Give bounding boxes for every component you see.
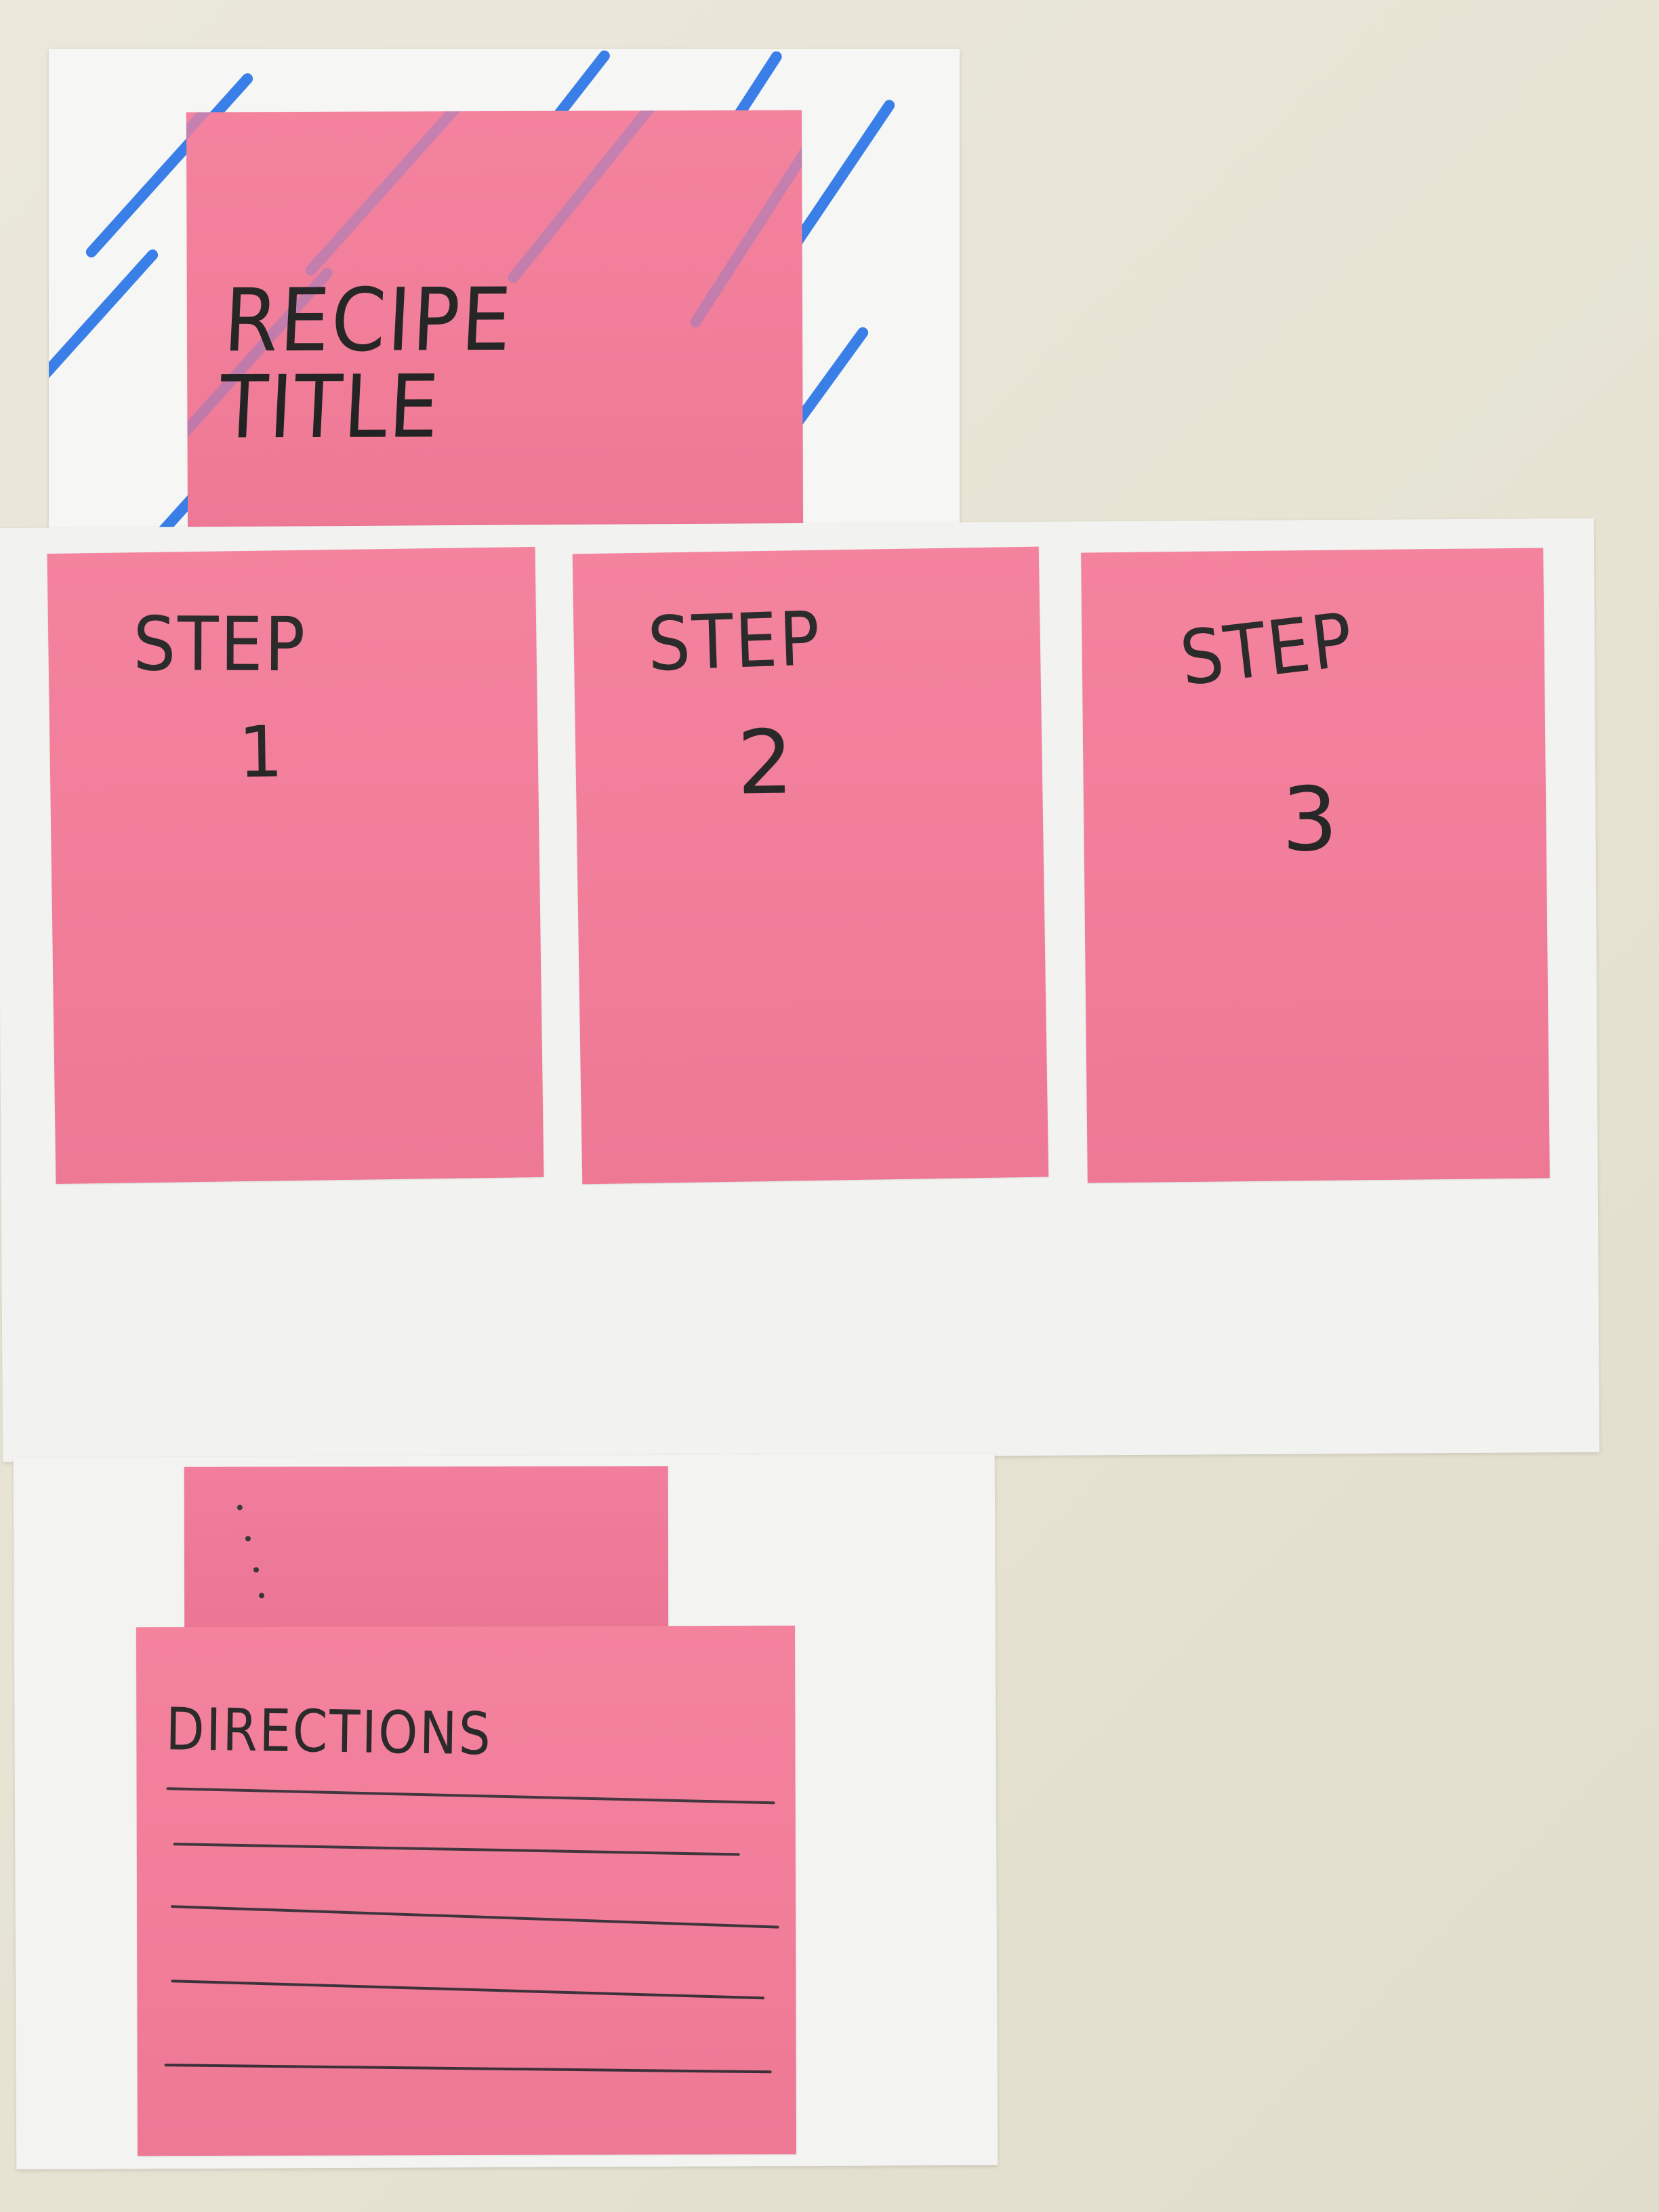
- step-1-sticky-note[interactable]: Step 1: [47, 547, 544, 1184]
- step-3-number: 3: [1281, 767, 1340, 872]
- ellipsis-dot: [253, 1567, 260, 1573]
- ellipsis-dot: [245, 1536, 251, 1542]
- directions-label: Directions: [165, 1696, 493, 1769]
- recipe-title-sticky-note[interactable]: Recipe Title: [186, 110, 804, 535]
- ellipsis-dot: [237, 1504, 243, 1511]
- direction-line: [171, 1980, 765, 2000]
- step-1-label: Step: [133, 600, 308, 689]
- recipe-title-label: Recipe Title: [217, 269, 516, 459]
- direction-line: [173, 1843, 740, 1856]
- step-2-sticky-note[interactable]: Step 2: [572, 546, 1049, 1185]
- step-3-sticky-note[interactable]: Step 3: [1081, 548, 1550, 1183]
- direction-line: [164, 2064, 772, 2074]
- step-2-label: Step: [646, 595, 823, 688]
- step-3-label: Step: [1176, 596, 1359, 703]
- ellipsis-dot: [259, 1593, 265, 1599]
- direction-line: [170, 1905, 779, 1929]
- directions-sticky-note[interactable]: Directions: [136, 1625, 797, 2156]
- direction-line: [166, 1787, 775, 1805]
- step-2-number: 2: [736, 710, 796, 815]
- stripe: [49, 247, 161, 436]
- step-1-number: 1: [237, 710, 286, 794]
